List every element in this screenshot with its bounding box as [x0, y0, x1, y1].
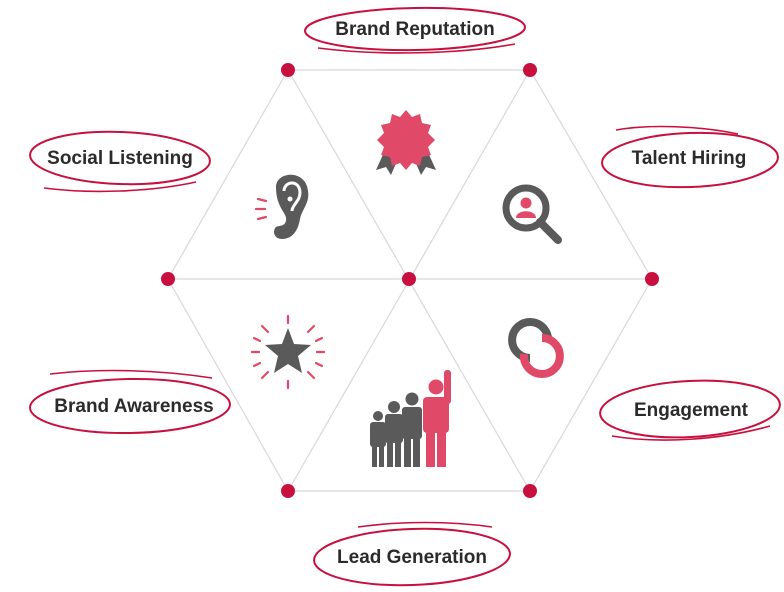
vertex-dot: [645, 272, 659, 286]
center-dot: [402, 272, 416, 286]
vertex-dot: [523, 63, 537, 77]
label-lead-generation: Lead Generation: [313, 521, 511, 587]
award-ribbon-icon: [376, 110, 436, 175]
segment-label: Talent Hiring: [632, 148, 747, 169]
segment-label: Brand Reputation: [335, 19, 494, 40]
vertex-dot: [523, 484, 537, 498]
vertex-dot: [161, 272, 175, 286]
label-brand-awareness: Brand Awareness: [29, 369, 231, 435]
segment-label: Lead Generation: [337, 547, 487, 568]
label-talent-hiring: Talent Hiring: [601, 125, 779, 189]
segment-label: Social Listening: [47, 148, 193, 169]
label-social-listening: Social Listening: [29, 130, 211, 193]
segment-label: Engagement: [634, 400, 749, 421]
vertex-dots: [161, 63, 659, 498]
ear-icon: [254, 174, 309, 239]
label-engagement: Engagement: [599, 379, 781, 441]
vertex-dot: [281, 484, 295, 498]
label-brand-reputation: Brand Reputation: [304, 6, 526, 54]
vertex-dot: [281, 63, 295, 77]
segment-label: Brand Awareness: [54, 396, 213, 417]
people-raising-hand-icon: [370, 370, 451, 467]
sparkling-star-icon: [250, 314, 326, 390]
magnifier-person-icon: [502, 184, 562, 244]
linked-rings-icon: [508, 318, 564, 378]
